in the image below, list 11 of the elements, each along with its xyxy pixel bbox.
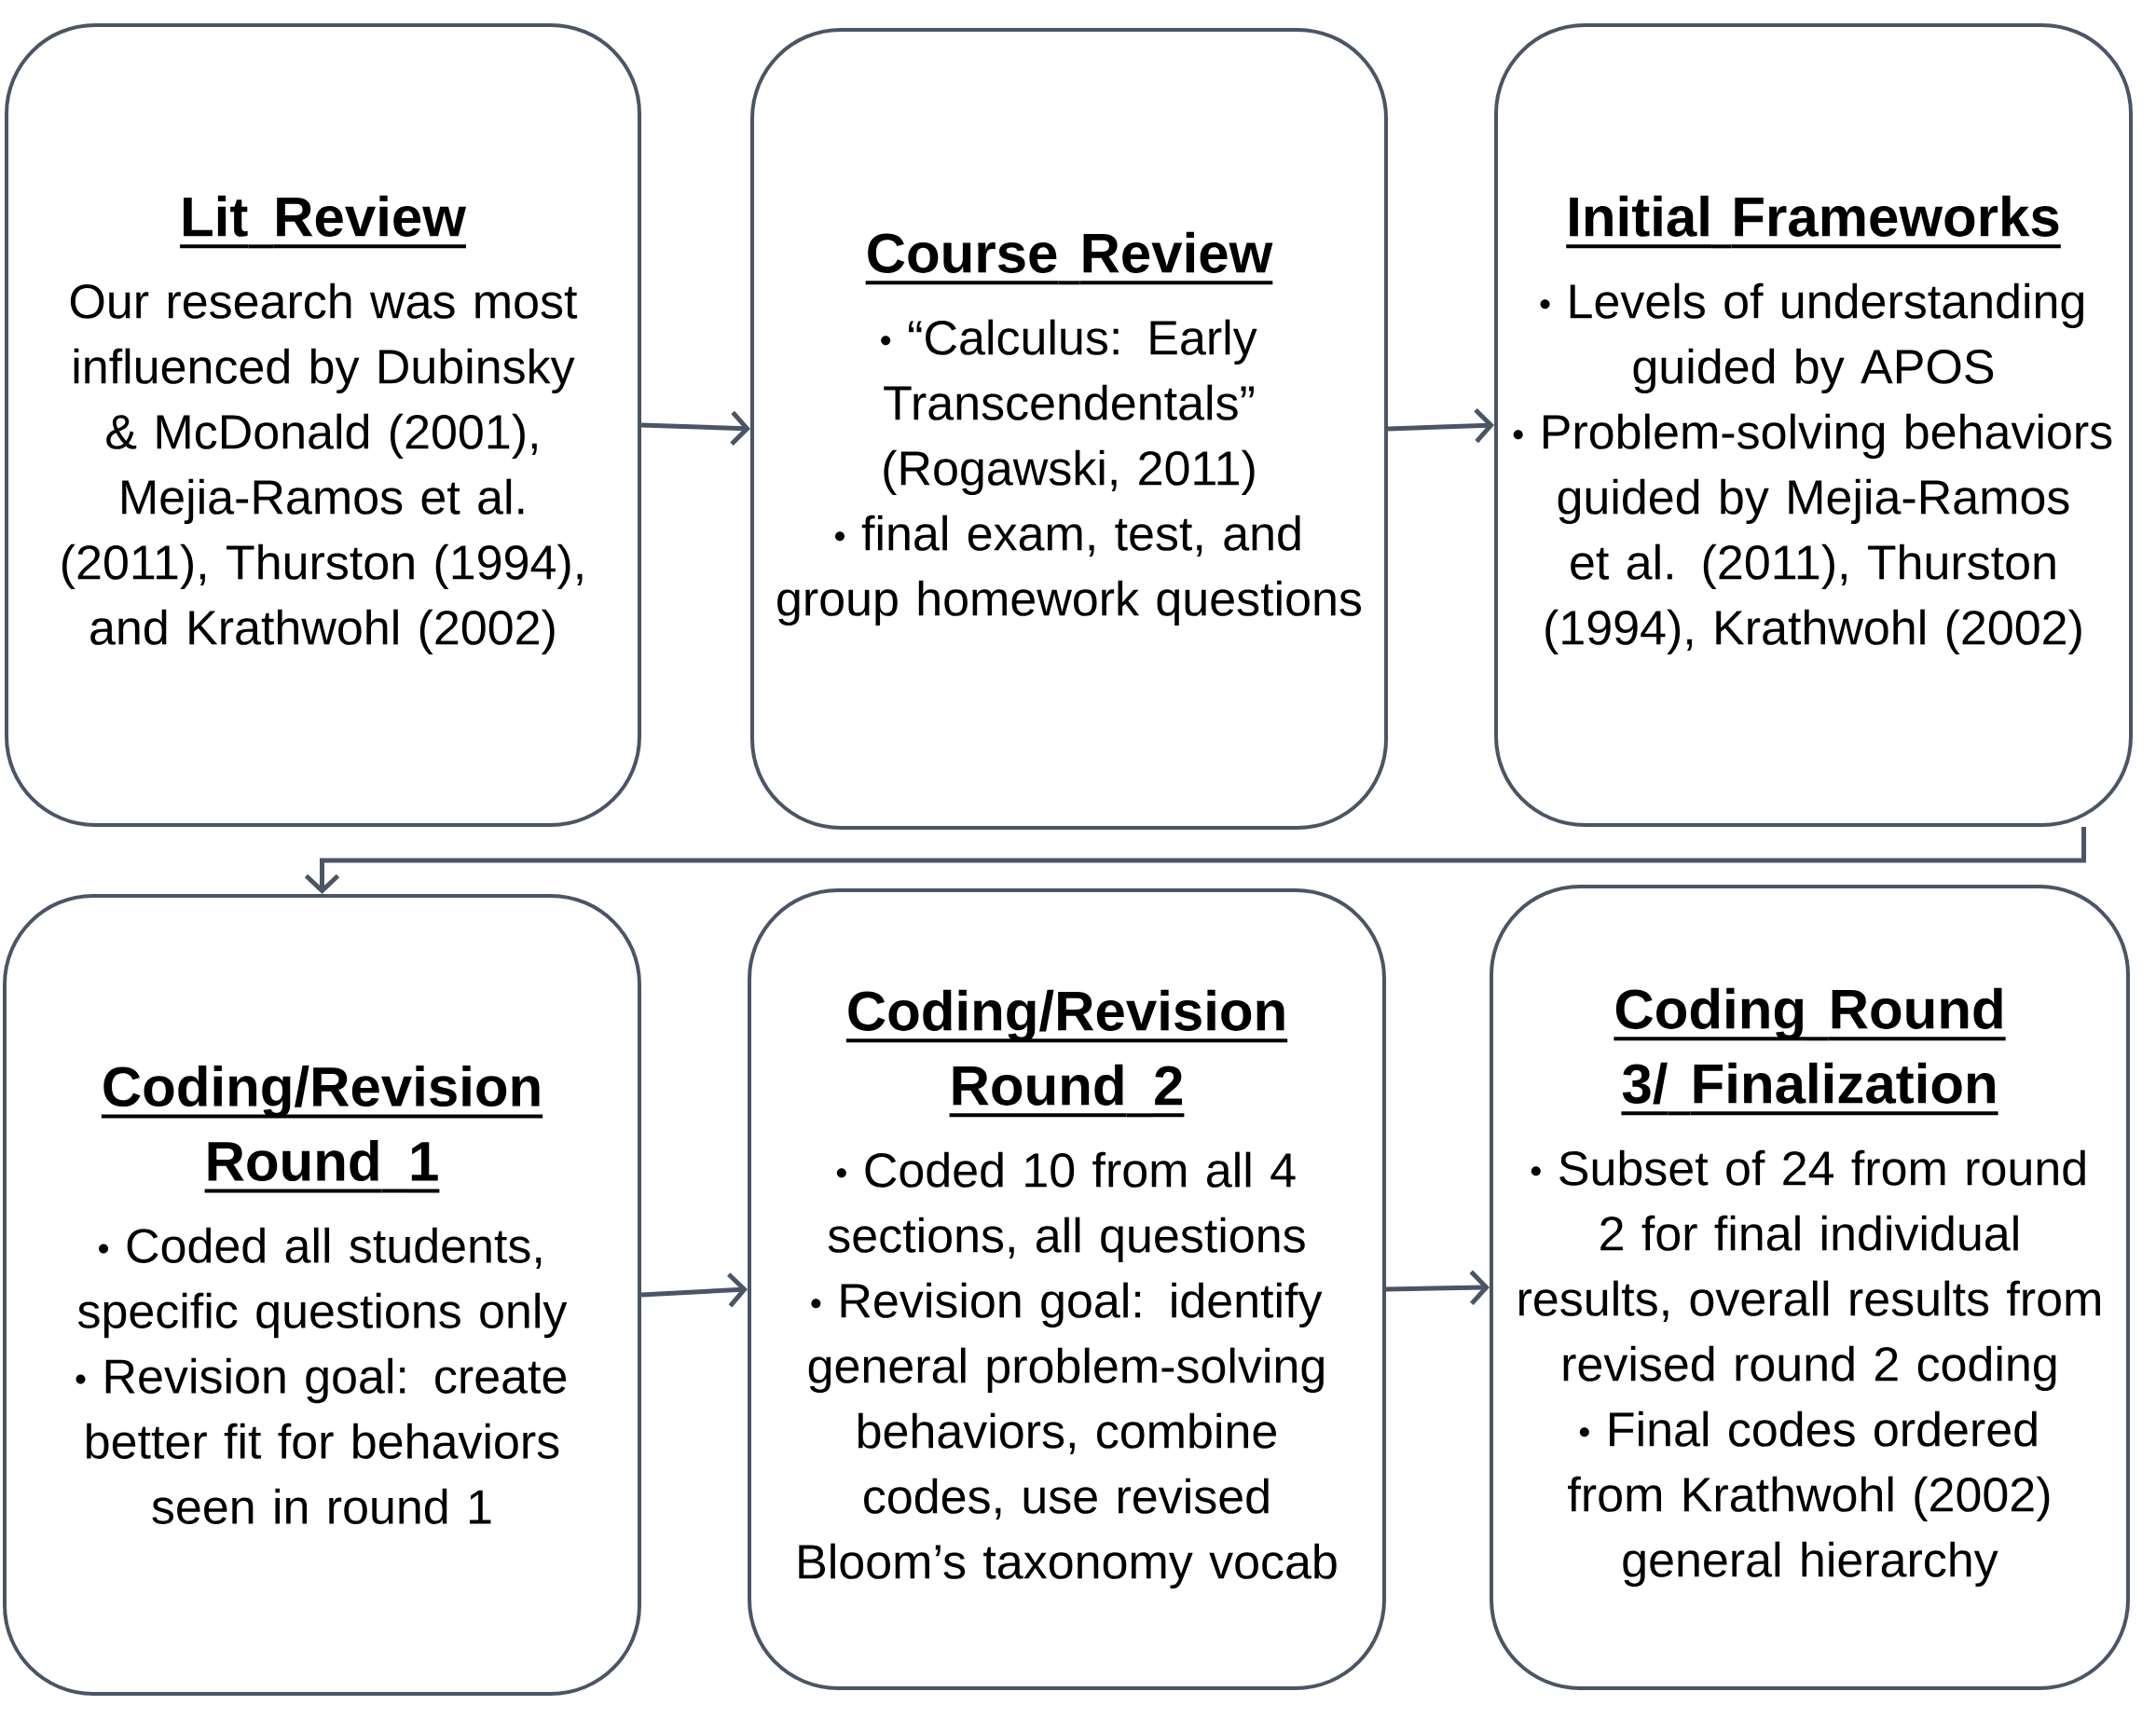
- arrow: [640, 410, 750, 447]
- arrow: [304, 827, 2086, 894]
- process-box: Course Review “Calculus: Early Transcendentals” (Rogawski, 2011) final exam, test, and group homework questions: [750, 27, 1388, 830]
- arrow: [1387, 407, 1495, 444]
- process-box: Initial Frameworks Levels of understanding guided by APOS Problem-solving behaviors guided by Mejia-Ramos et al. (2011), Thurston (1994), Krathwohl (2002): [1494, 23, 2133, 827]
- process-box: Lit Review Our research was most influenced by Dubinsky & McDonald (2001), Mejia-Ramos et al. (2011), Thurston (1994), and Krathwohl (2002): [5, 23, 641, 827]
- process-box: Coding/Revision Round 1 Coded all students, specific questions only Revision goal: create better fit for behaviors seen in round 1: [3, 894, 641, 1696]
- arrow: [1385, 1270, 1490, 1305]
- process-box: Coding Round 3/ Finalization Subset of 24 from round 2 for final individual results, overall results from revised round 2 coding Final codes ordered from Krathwohl (2002) general hierarchy: [1490, 885, 2130, 1690]
- arrow: [640, 1272, 748, 1308]
- process-box: Coding/Revision Round 2 Coded 10 from all 4 sections, all questions Revision goal: identify general problem-solving behaviors, combine codes, use revised Bloom’s taxonomy vocab: [748, 888, 1386, 1690]
